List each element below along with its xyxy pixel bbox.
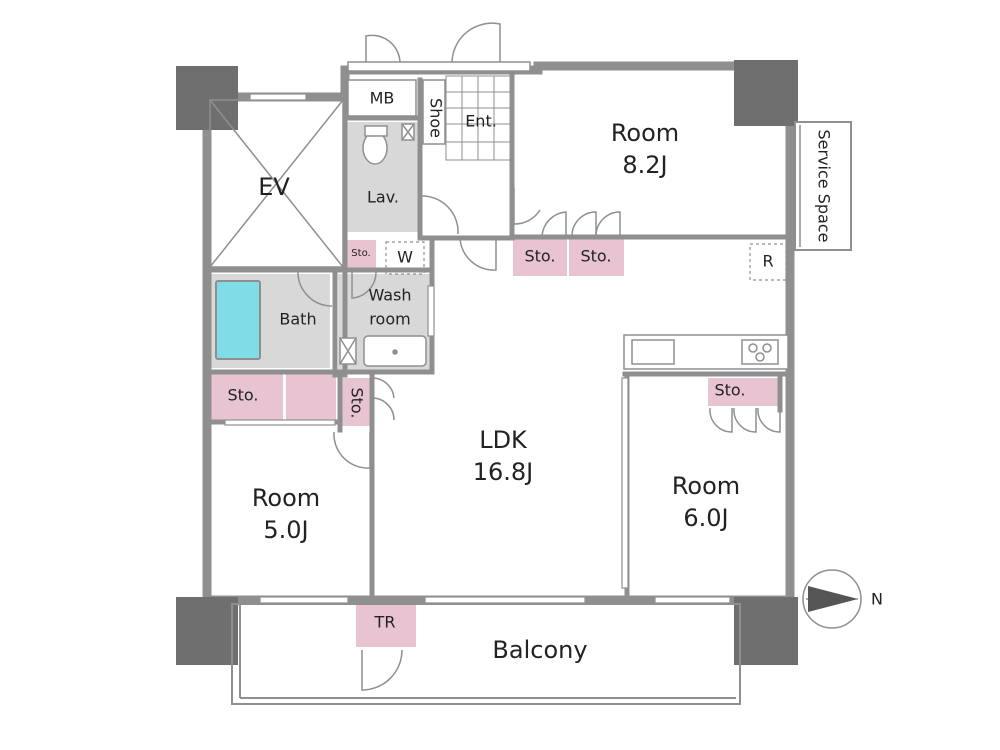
compass-arrow-icon: N (802, 569, 883, 629)
storage-fill-sto-1 (513, 238, 567, 276)
label-ldk: LDK (479, 426, 528, 454)
storage-fill-bath-cabinet (286, 374, 336, 420)
service-space-box (794, 121, 852, 251)
label-room-west-size: 5.0J (263, 516, 308, 544)
area-fills (208, 122, 778, 647)
label-sto-vertical: Sto. (348, 387, 367, 418)
entrance-ledge (347, 61, 531, 72)
label-sto-2: Sto. (580, 247, 611, 266)
label-room-west: Room (252, 484, 320, 512)
storage-fill-sto-2 (569, 238, 624, 276)
storage-fill-sto-vertical (341, 378, 371, 426)
compass-direction-label: N (871, 590, 883, 609)
meter-box (347, 79, 417, 117)
storage-fill-tr (356, 602, 416, 647)
label-sto-bath: Sto. (227, 386, 258, 405)
balcony-area (231, 603, 741, 705)
refrigerator-space (749, 243, 787, 281)
label-sto-1: Sto. (524, 247, 555, 266)
label-ev: EV (258, 173, 290, 201)
storage-fill-sto-bath (208, 374, 283, 420)
label-r: R (762, 252, 773, 271)
label-ldk-size: 16.8J (473, 458, 534, 486)
label-wash-room: room (369, 310, 410, 329)
label-wash: Wash (368, 286, 411, 305)
label-entrance: Ent. (465, 112, 497, 131)
label-room-north-size: 8.2J (622, 151, 667, 179)
door-swings (297, 22, 781, 691)
label-service-space: Service Space (815, 130, 834, 243)
structural-columns (176, 60, 798, 665)
label-room-north: Room (611, 119, 679, 147)
room-labels: EV MB Shoe Ent. Room 8.2J Service Space … (227, 89, 833, 665)
label-sto-small: Sto. (351, 248, 370, 259)
label-shoe: Shoe (427, 98, 446, 138)
kitchen-counter (623, 334, 789, 370)
fixtures (339, 123, 427, 367)
label-bath: Bath (279, 310, 316, 329)
washer-space (385, 241, 425, 275)
bathtub (215, 280, 261, 360)
entrance-tile-grid (445, 75, 511, 161)
label-room-east-size: 6.0J (683, 504, 728, 532)
shoe-cabinet (422, 79, 446, 145)
storage-fill-sto-small (346, 240, 376, 268)
label-room-east: Room (672, 472, 740, 500)
label-balcony: Balcony (492, 636, 587, 664)
label-lavatory: Lav. (367, 188, 399, 207)
windows (224, 93, 731, 604)
storage-fill-sto-kitchen (708, 378, 778, 406)
label-tr: TR (374, 613, 396, 632)
label-w: W (397, 248, 413, 267)
label-mb: MB (370, 89, 395, 108)
label-sto-kitchen: Sto. (714, 381, 745, 400)
